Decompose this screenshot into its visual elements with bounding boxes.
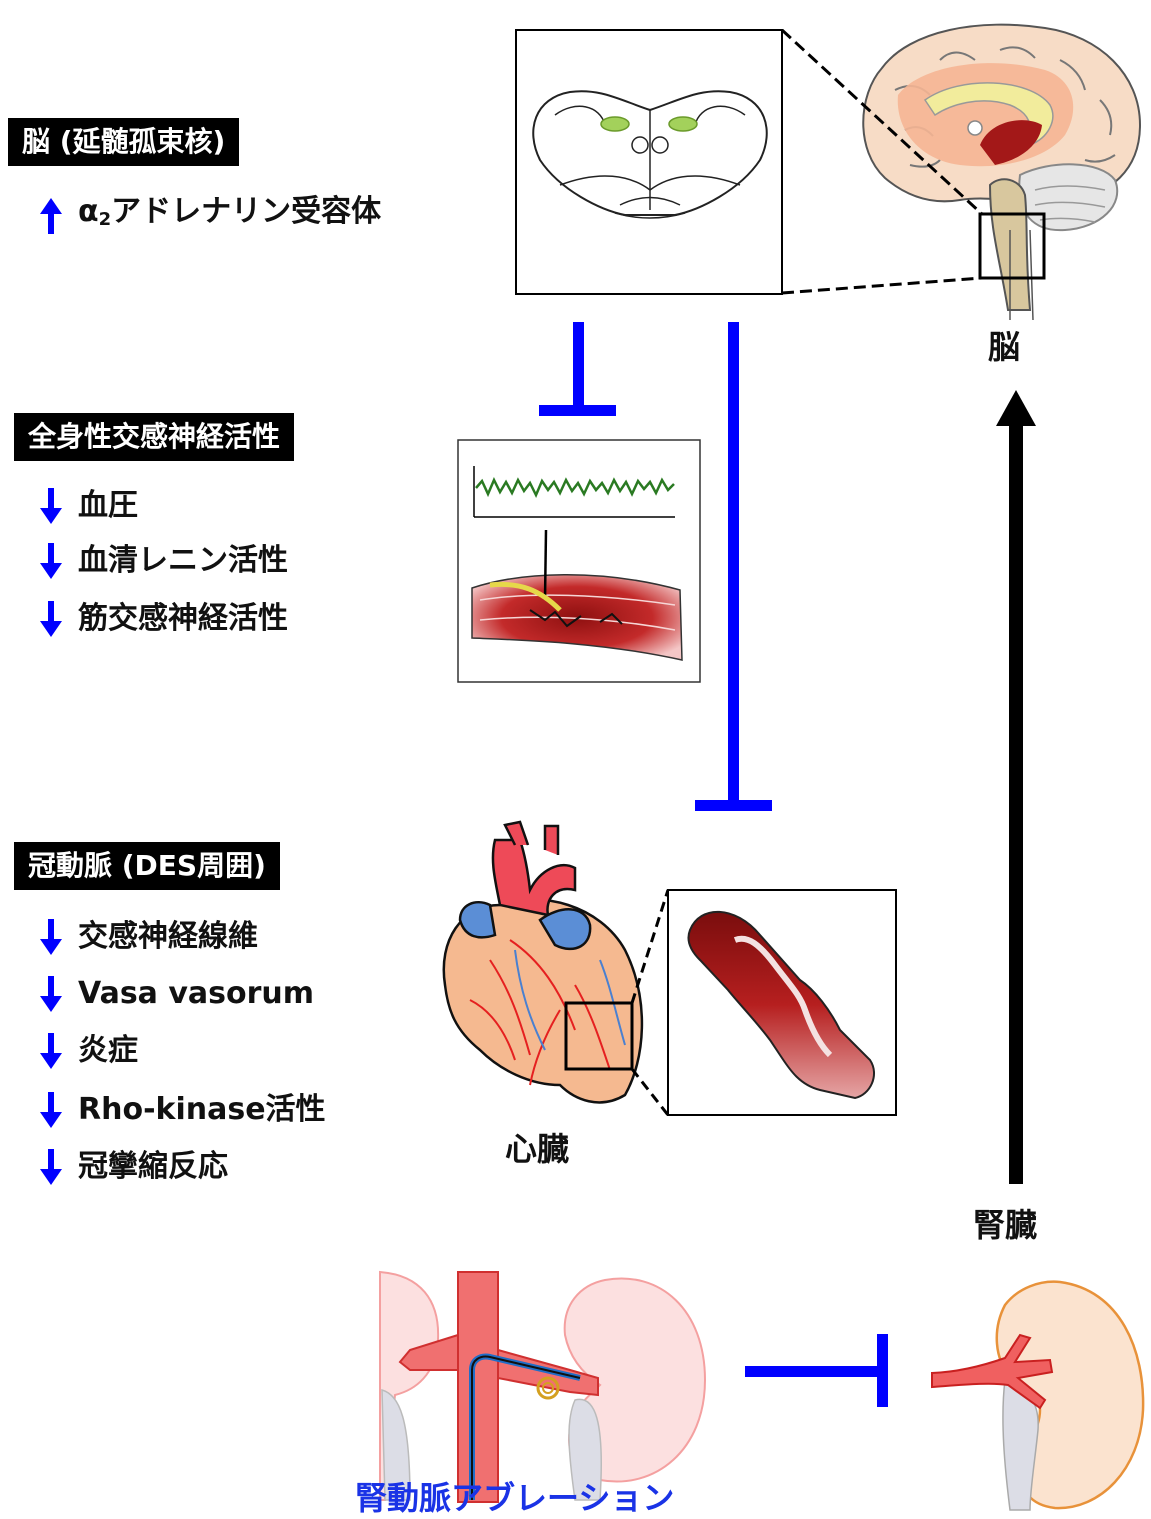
sympathetic-item-label: 筋交感神経活性 <box>78 600 288 636</box>
medulla-section-inset <box>515 29 783 295</box>
inset-connector-bottom <box>781 276 983 295</box>
coronary-vessel-inset <box>667 889 897 1116</box>
inset-connector-top <box>780 28 984 216</box>
down-arrow-icon <box>36 1148 66 1185</box>
kidney-label: 腎臓 <box>973 1206 1038 1244</box>
aorta-abdominal <box>457 1271 499 1503</box>
down-arrow-icon <box>36 1032 66 1069</box>
aorta <box>491 838 577 917</box>
coronary-item-label: 冠攣縮反応 <box>78 1148 228 1184</box>
down-arrow-icon <box>36 600 66 637</box>
coronary-section-header: 冠動脈 (DES周囲) <box>14 842 280 890</box>
coronary-item-label: 炎症 <box>78 1032 138 1068</box>
coronary-item: Vasa vasorum <box>36 971 314 1015</box>
inhibition-brain-to-heart <box>695 322 772 811</box>
sympathetic-item-label: 血清レニン活性 <box>78 542 288 578</box>
renal-ablation-illustration <box>379 1270 707 1503</box>
coronary-item: 炎症 <box>36 1028 138 1072</box>
brainstem-highlight-box <box>978 212 1046 280</box>
sympathetic-item: 血清レニン活性 <box>36 538 288 582</box>
solitary-nucleus-left <box>600 116 630 132</box>
coronary-item: 交感神経線維 <box>36 914 258 958</box>
sympathetic-item: 筋交感神経活性 <box>36 596 288 640</box>
up-arrow-icon <box>36 198 66 234</box>
renal-artery <box>931 1333 1054 1410</box>
sympathetic-item: 血圧 <box>36 483 138 527</box>
heart-highlight-box <box>564 1001 634 1071</box>
down-arrow-icon <box>36 542 66 579</box>
bp-trace <box>475 477 675 498</box>
down-arrow-icon <box>36 487 66 524</box>
brain-illustration <box>862 23 1142 321</box>
brain-item-alpha2: α2アドレナリン受容体 <box>36 190 381 234</box>
inhibition-brain-to-sympathetic <box>539 322 616 416</box>
vena-cava <box>458 901 497 939</box>
microelectrode <box>543 529 548 601</box>
inhibition-ablation-to-kidney <box>745 1334 888 1407</box>
down-arrow-icon <box>36 975 66 1012</box>
coronary-item-label: 交感神経線維 <box>78 918 258 954</box>
afferent-arrow-kidney-to-brain <box>996 390 1036 1184</box>
brain-section-header: 脳 (延髄孤束核) <box>8 118 240 166</box>
pulmonary-artery <box>538 908 592 951</box>
solitary-nucleus-right <box>668 116 698 132</box>
sympathetic-recording-inset <box>457 439 701 683</box>
kidney-illustration <box>931 1280 1145 1511</box>
down-arrow-icon <box>36 1091 66 1128</box>
heart-illustration <box>442 820 644 1104</box>
brain-label: 脳 <box>988 328 1021 366</box>
sympathetic-section-header: 全身性交感神経活性 <box>14 413 295 461</box>
coronary-item: 冠攣縮反応 <box>36 1144 228 1188</box>
coronary-item: Rho-kinase活性 <box>36 1087 326 1131</box>
heart-label: 心臓 <box>505 1130 570 1168</box>
renal-ablation-label: 腎動脈アブレーション <box>355 1479 675 1517</box>
brain-item-label: α2アドレナリン受容体 <box>78 194 382 230</box>
down-arrow-icon <box>36 918 66 955</box>
sympathetic-item-label: 血圧 <box>78 487 138 523</box>
coronary-item-label: Vasa vasorum <box>78 975 315 1011</box>
coronary-item-label: Rho-kinase活性 <box>78 1091 326 1127</box>
